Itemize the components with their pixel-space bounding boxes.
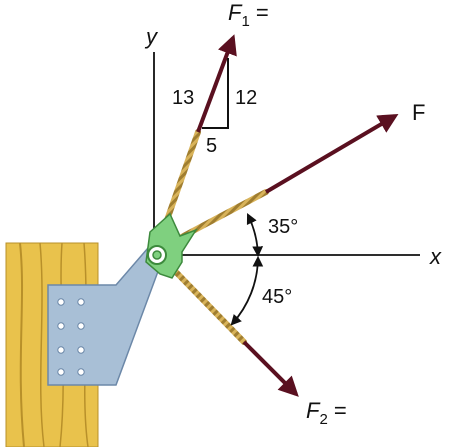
slope-hypotenuse-label: 13 <box>172 87 194 109</box>
mounting-plate <box>47 246 161 386</box>
f2-subscript: 2 <box>319 411 327 428</box>
f1-label: F1 = <box>228 0 269 30</box>
angle-label-35: 35° <box>268 216 298 238</box>
angle-arc-35 <box>246 213 264 258</box>
cable-f2 <box>169 265 247 345</box>
arrow-f1 <box>196 34 237 133</box>
x-axis-label: x <box>429 244 442 269</box>
f2-suffix: = <box>328 398 347 423</box>
bolt-holes <box>57 298 85 376</box>
f1-symbol: F <box>228 0 243 25</box>
y-axis-label: y <box>144 24 159 49</box>
slope-horizontal-label: 5 <box>206 135 217 157</box>
angle-arc-45 <box>230 255 264 326</box>
f1-suffix: = <box>250 0 269 25</box>
f2-symbol: F <box>306 398 321 423</box>
slope-vertical-label: 12 <box>235 87 257 109</box>
angle-label-45: 45° <box>262 286 292 308</box>
slope-triangle <box>202 58 229 129</box>
f2-label: F2 = <box>306 398 347 428</box>
f-label: F <box>412 100 425 125</box>
arrow-f2 <box>242 340 299 397</box>
cable-bracket <box>145 212 198 279</box>
arrow-f <box>264 113 399 194</box>
f1-subscript: 1 <box>241 13 249 30</box>
